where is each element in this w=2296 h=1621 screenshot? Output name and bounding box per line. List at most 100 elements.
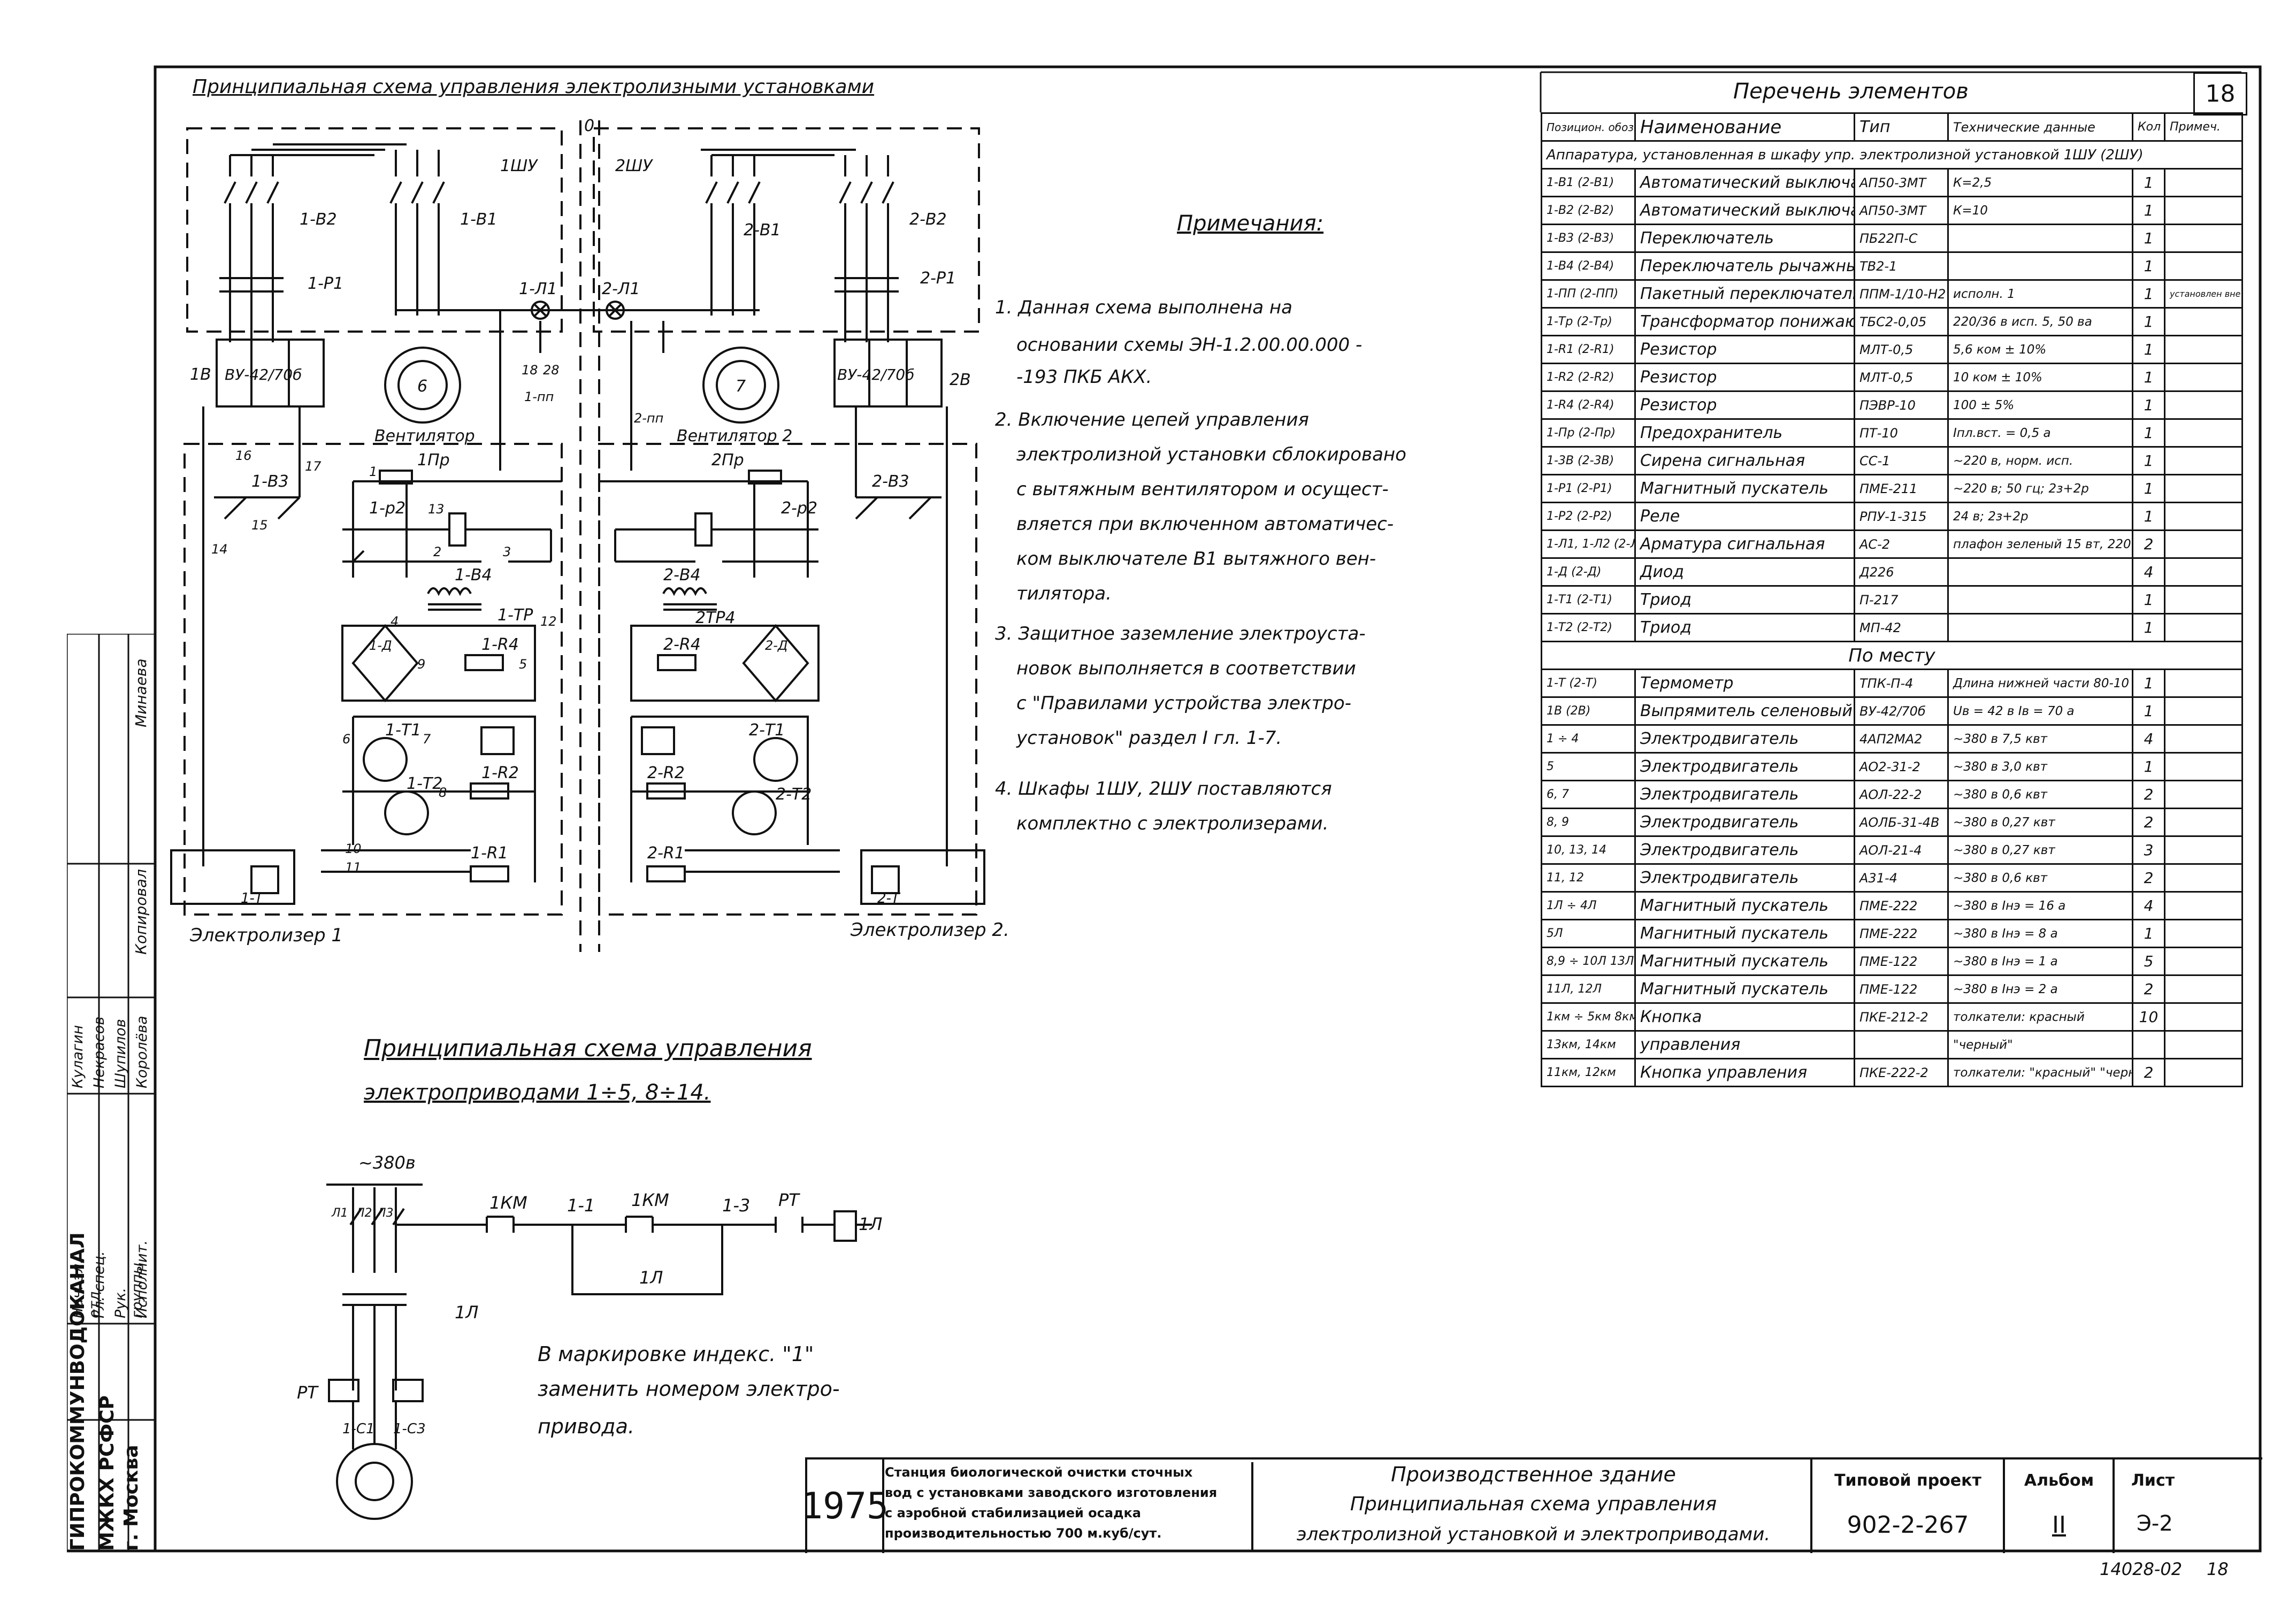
label-p1-left: 1-Р1 bbox=[308, 274, 343, 293]
table-cell: 1 bbox=[2132, 613, 2165, 642]
label-lamp-right: 2-Л1 bbox=[602, 280, 640, 298]
role: Исполнит. bbox=[134, 1240, 150, 1318]
label-n1: 1-1 bbox=[567, 1195, 595, 1216]
table-cell: Магнитный пускатель bbox=[1634, 919, 1855, 948]
sheet-cell: Лист Э-2 bbox=[2115, 1459, 2262, 1553]
label-pp-left: 1-пп bbox=[524, 389, 554, 404]
drive-note-line: привода. bbox=[538, 1415, 634, 1438]
header-cell: Примеч. bbox=[2164, 112, 2243, 142]
table-cell: Электродвигатель bbox=[1634, 752, 1855, 781]
table-cell: 1 bbox=[2132, 335, 2165, 364]
table-cell: РПУ-1-315 bbox=[1854, 502, 1949, 531]
table-cell: 1 bbox=[2132, 502, 2165, 531]
label-rectifier-right-num: 2В bbox=[950, 371, 971, 389]
wire-number: 4 bbox=[391, 614, 399, 629]
wire-number: 9 bbox=[417, 657, 425, 672]
label-r1-right: 2-R1 bbox=[647, 844, 685, 863]
table-cell bbox=[2164, 529, 2243, 559]
table-cell bbox=[2164, 557, 2243, 587]
wire-number: 10 bbox=[345, 841, 362, 856]
drive-note-line: заменить номером электро- bbox=[538, 1377, 840, 1401]
note-line: -193 ПКБ АКХ. bbox=[1016, 366, 1152, 388]
table-cell: ВУ-42/70б bbox=[1854, 696, 1949, 726]
table-cell: П-217 bbox=[1854, 585, 1949, 614]
table-cell bbox=[2164, 613, 2243, 642]
table-cell bbox=[2164, 1058, 2243, 1087]
table-cell bbox=[1947, 224, 2133, 253]
wire-number: 28 bbox=[543, 363, 560, 378]
table-cell bbox=[1947, 585, 2133, 614]
table-cell: 1В (2В) bbox=[1541, 696, 1636, 726]
table-cell: Триод bbox=[1634, 613, 1855, 642]
table-cell bbox=[2164, 446, 2243, 475]
table-cell: 5,6 ком ± 10% bbox=[1947, 335, 2133, 364]
label-pt-left: РТ bbox=[297, 1382, 319, 1403]
label-r2-right: 2-R2 bbox=[647, 764, 685, 782]
label-b1-right: 2-В1 bbox=[744, 221, 781, 240]
table-cell bbox=[2164, 502, 2243, 531]
title-line: Принципиальная схема управления bbox=[1350, 1493, 1717, 1515]
label-t1-right: 2-Т1 bbox=[749, 721, 785, 740]
elements-list-title: Перечень элементов bbox=[1733, 79, 1969, 104]
table-cell bbox=[2164, 752, 2243, 781]
table-cell: 1 bbox=[2132, 474, 2165, 503]
table-cell: Кнопка bbox=[1634, 1002, 1855, 1032]
phase-label-l2: Л2 bbox=[355, 1207, 372, 1220]
cabinet-2-box bbox=[593, 127, 980, 333]
note-line: 2. Включение цепей управления bbox=[995, 409, 1309, 431]
table-cell: ПЭВР-10 bbox=[1854, 390, 1949, 420]
table-cell: ПМЕ-222 bbox=[1854, 919, 1949, 948]
electrolysis-scheme-title: Принципиальная схема управления электрол… bbox=[193, 76, 875, 98]
album-label: Альбом bbox=[2024, 1471, 2094, 1490]
table-cell: 1-Р1 (2-Р1) bbox=[1541, 474, 1636, 503]
table-cell: Выпрямитель селеновый bbox=[1634, 696, 1855, 726]
group-row: По месту bbox=[1541, 641, 2243, 670]
wire-number: 16 bbox=[235, 448, 252, 463]
table-cell: ПМЕ-222 bbox=[1854, 891, 1949, 920]
table-cell: 24 в; 2з+2р bbox=[1947, 502, 2133, 531]
drive-scheme-title-line1: Принципиальная схема управления bbox=[364, 1035, 812, 1062]
table-cell: 1-R4 (2-R4) bbox=[1541, 390, 1636, 420]
table-cell: 8,9 ÷ 10Л 13Л, 14Л bbox=[1541, 947, 1636, 976]
name: Шупилов bbox=[112, 1019, 129, 1088]
table-cell: 11Л, 12Л bbox=[1541, 974, 1636, 1004]
table-cell: 11, 12 bbox=[1541, 863, 1636, 893]
table-cell: Трансформатор понижающий bbox=[1634, 307, 1855, 336]
table-cell: ПМЕ-211 bbox=[1854, 474, 1949, 503]
label-rectifier-left-num: 1В bbox=[190, 365, 211, 384]
table-cell: "черный" bbox=[1947, 1030, 2133, 1059]
label-d-left: 1-Д bbox=[369, 638, 392, 653]
table-cell: Д226 bbox=[1854, 557, 1949, 587]
table-cell: Электродвигатель bbox=[1634, 835, 1855, 865]
table-cell: 1 bbox=[2132, 363, 2165, 392]
table-cell: Магнитный пускатель bbox=[1634, 474, 1855, 503]
table-cell: 1 bbox=[2132, 390, 2165, 420]
table-cell: 1-В3 (2-В3) bbox=[1541, 224, 1636, 253]
phase-label-l3: Л3 bbox=[377, 1207, 394, 1220]
table-cell: 1-Тр (2-Тр) bbox=[1541, 307, 1636, 336]
table-cell: АО2-31-2 bbox=[1854, 752, 1949, 781]
table-cell bbox=[2164, 390, 2243, 420]
table-cell bbox=[1947, 613, 2133, 642]
table-cell: К=10 bbox=[1947, 196, 2133, 225]
table-cell: 1 bbox=[2132, 585, 2165, 614]
note-line: с "Правилами устройства электро- bbox=[1016, 693, 1351, 714]
label-lamp-left: 1-Л1 bbox=[519, 280, 557, 298]
table-cell: Электродвигатель bbox=[1634, 724, 1855, 754]
label-motor-7: 7 bbox=[736, 377, 746, 396]
side-stamp: ГИПРОКОММУНВОДОКАНАЛ МЖКХ РСФСР г. Москв… bbox=[67, 634, 155, 1551]
table-cell: Автоматический выключатель bbox=[1634, 168, 1855, 197]
table-cell bbox=[2164, 335, 2243, 364]
table-cell: 1 bbox=[2132, 696, 2165, 726]
wire-number: 3 bbox=[503, 544, 511, 559]
rectifier-right bbox=[833, 339, 943, 408]
table-cell bbox=[1947, 251, 2133, 281]
table-cell: Кнопка управления bbox=[1634, 1058, 1855, 1087]
wire-number: 17 bbox=[305, 459, 322, 474]
label-tp-left: 1-ТР bbox=[498, 606, 533, 625]
